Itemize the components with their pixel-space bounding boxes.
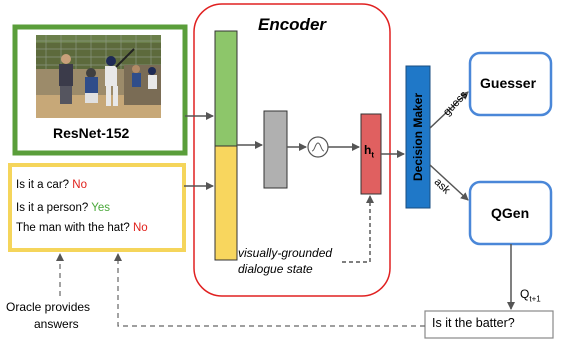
encoder-box: [193, 3, 391, 297]
encoder-title: Encoder: [258, 15, 327, 34]
dialogue-answer-2: Yes: [91, 202, 110, 214]
state-caption-line1: visually-grounded: [238, 246, 333, 260]
decision-maker-label: Decision Maker: [411, 92, 425, 182]
dialogue-answer-3: No: [133, 222, 148, 234]
qgen-output-main: Q: [520, 287, 530, 301]
dialogue-answer-1: No: [72, 179, 87, 191]
guess-arrow: [429, 91, 469, 129]
hidden-state-main: h: [364, 143, 372, 157]
oracle-label-line1: Oracle provides: [6, 300, 91, 314]
dialogue-question-2: Is it a person?: [16, 202, 89, 214]
hidden-state-sub: t: [371, 150, 375, 160]
guesser-box: [468, 51, 553, 117]
dialogue-question-1: Is it a car?: [16, 179, 70, 191]
baseball-photo: [36, 35, 161, 118]
dialogue-box: [8, 163, 186, 252]
dialogue-line-1: Is it a car? No: [16, 179, 87, 191]
generated-question-text: Is it the batter?: [432, 316, 515, 330]
activation-icon: [307, 136, 329, 158]
hidden-state-label: ht: [364, 143, 374, 159]
qgen-output-label: Qt+1: [520, 287, 541, 303]
feedback-arrow: [114, 253, 425, 327]
dialogue-feature-bar: [214, 145, 238, 261]
ask-arrow: [429, 164, 469, 201]
image-module-label: ResNet-152: [53, 125, 130, 141]
qgen-output-sub: t+1: [529, 294, 541, 304]
dialogue-line-3: The man with the hat? No: [16, 222, 148, 234]
state-caption-line2: dialogue state: [238, 262, 313, 276]
image-feature-bar: [214, 30, 238, 147]
state-caption-arrow: [342, 195, 374, 263]
dialogue-question-3: The man with the hat?: [16, 222, 130, 234]
decision-maker-bar: [405, 65, 431, 209]
generated-question-box: [424, 310, 554, 339]
dialogue-line-2: Is it a person? Yes: [16, 202, 110, 214]
qgen-label: QGen: [491, 205, 530, 221]
oracle-label-line2: answers: [34, 317, 79, 331]
linear-layer-block: [263, 110, 288, 189]
guesser-label: Guesser: [480, 75, 537, 91]
